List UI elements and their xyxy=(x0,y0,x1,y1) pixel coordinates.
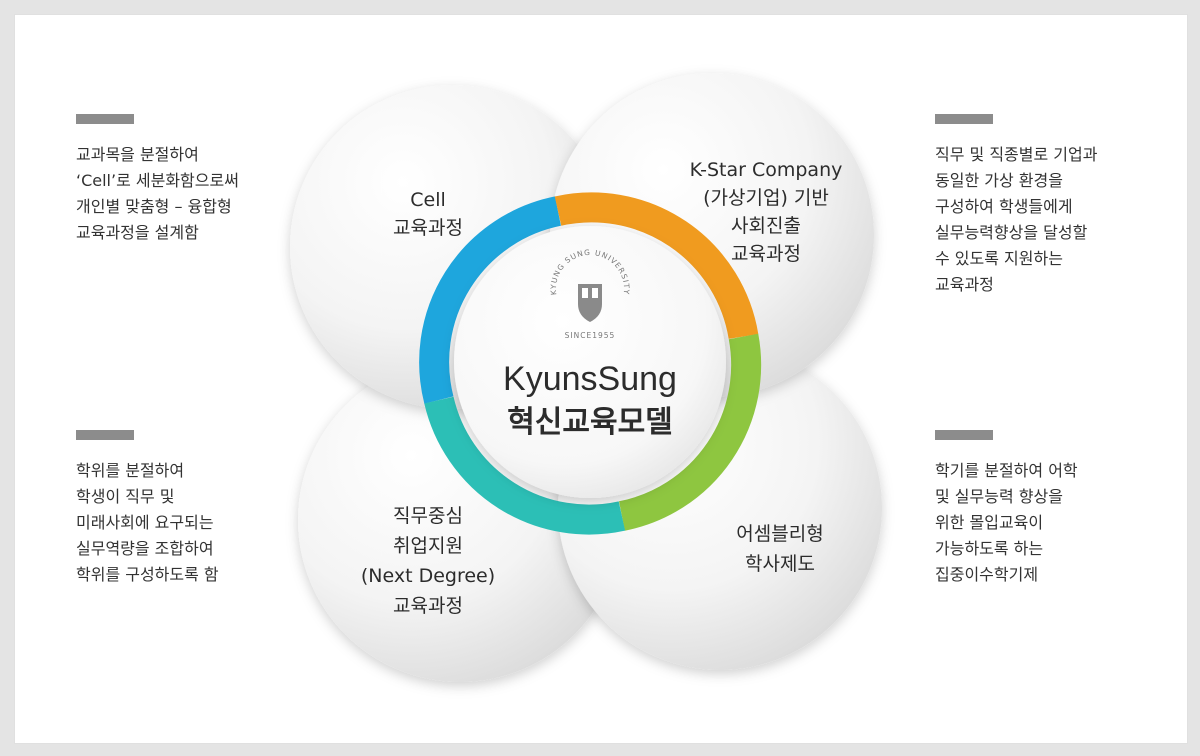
circle-label-line: (가상기업) 기반 xyxy=(703,187,829,209)
accent-bar xyxy=(76,430,134,440)
description-text: 교과목을 분절하여 ‘Cell’로 세분화함으로써 개인별 맞춤형 – 융합형 … xyxy=(76,145,239,242)
accent-bar xyxy=(76,114,134,124)
circle-label-line: 교육과정 xyxy=(731,243,801,265)
emblem-since-text: SINCE1955 xyxy=(565,331,616,340)
circle-label-line: 사회진출 xyxy=(731,215,801,237)
circle-label-line: (Next Degree) xyxy=(361,565,495,587)
circle-label-line: 취업지원 xyxy=(393,535,463,557)
description-text: 학기를 분절하여 어학 및 실무능력 향상을 위한 몰입교육이 가능하도록 하는… xyxy=(935,461,1078,584)
color-ring xyxy=(419,192,762,535)
center-circle xyxy=(454,226,726,498)
description-bottom-right: 학기를 분절하여 어학 및 실무능력 향상을 위한 몰입교육이 가능하도록 하는… xyxy=(935,430,1155,588)
circle-label-line: 직무중심 xyxy=(393,505,463,527)
description-bottom-left: 학위를 분절하여 학생이 직무 및 미래사회에 요구되는 실무역량을 조합하여 … xyxy=(76,430,296,588)
description-text: 학위를 분절하여 학생이 직무 및 미래사회에 요구되는 실무역량을 조합하여 … xyxy=(76,461,219,584)
center-subtitle: 혁신교육모델 xyxy=(507,405,673,440)
circle-label-cell: Cell 교육과정 xyxy=(393,189,463,239)
description-text: 직무 및 직종별로 기업과 동일한 가상 환경을 구성하여 학생들에게 실무능력… xyxy=(935,145,1098,294)
circle-label-line: Cell xyxy=(410,189,446,211)
ring-segment-teal xyxy=(424,396,626,535)
circle-label-line: 학사제도 xyxy=(745,553,815,575)
ring-segment-blue xyxy=(419,196,562,404)
ring-segment-green xyxy=(618,333,762,531)
center-title: KyunsSung xyxy=(503,360,677,398)
circle-label-line: 교육과정 xyxy=(393,595,463,617)
circle-label-line: 교육과정 xyxy=(393,217,463,239)
description-top-left: 교과목을 분절하여 ‘Cell’로 세분화함으로써 개인별 맞춤형 – 융합형 … xyxy=(76,114,296,246)
circle-label-line: 어셈블리형 xyxy=(736,523,823,545)
accent-bar xyxy=(935,114,993,124)
circle-label-line: K-Star Company xyxy=(690,159,843,181)
description-top-right: 직무 및 직종별로 기업과 동일한 가상 환경을 구성하여 학생들에게 실무능력… xyxy=(935,114,1155,298)
accent-bar xyxy=(935,430,993,440)
ring-segment-orange xyxy=(554,192,759,340)
